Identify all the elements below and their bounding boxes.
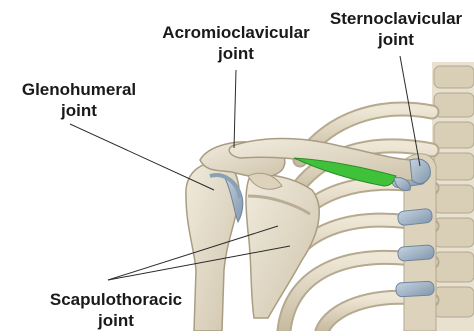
scapula bbox=[246, 175, 319, 318]
leader-line-acromioclavicular bbox=[234, 70, 236, 148]
vertebral-column bbox=[432, 62, 474, 331]
label-scapulothoracic-joint: Scapulothoracic joint bbox=[26, 289, 206, 331]
label-line: Glenohumeral bbox=[6, 79, 152, 100]
label-line: joint bbox=[6, 100, 152, 121]
label-line: joint bbox=[26, 310, 206, 331]
label-acromioclavicular-joint: Acromioclavicular joint bbox=[152, 22, 320, 64]
leader-line-glenohumeral bbox=[70, 124, 214, 190]
label-glenohumeral-joint: Glenohumeral joint bbox=[6, 79, 152, 121]
label-sternoclavicular-joint: Sternoclavicular joint bbox=[318, 8, 474, 50]
label-line: joint bbox=[152, 43, 320, 64]
label-line: Scapulothoracic bbox=[26, 289, 206, 310]
label-line: joint bbox=[318, 29, 474, 50]
label-line: Acromioclavicular bbox=[152, 22, 320, 43]
label-line: Sternoclavicular bbox=[318, 8, 474, 29]
